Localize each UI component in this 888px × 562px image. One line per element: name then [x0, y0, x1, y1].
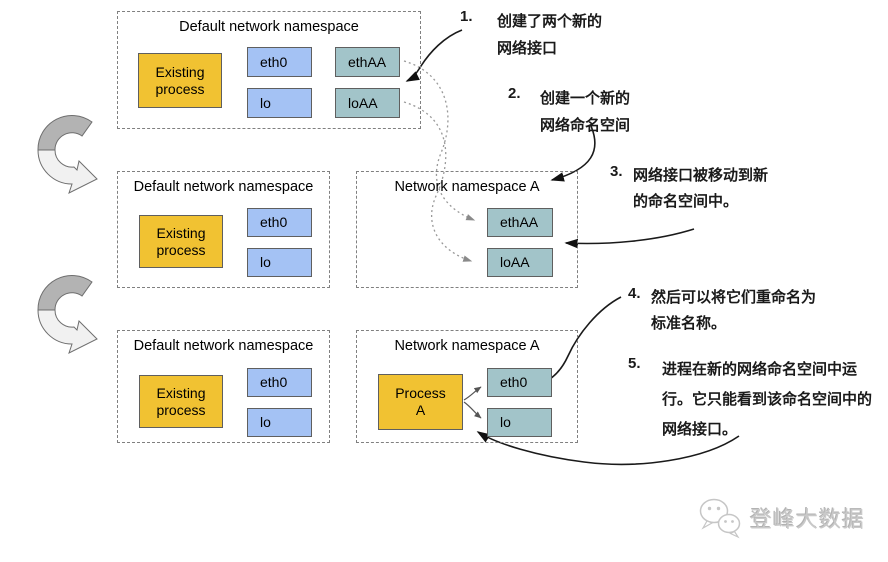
stage1-existing-process-node: Existing process	[138, 53, 222, 108]
stage2-namespaceA-box: Network namespace A	[356, 171, 578, 288]
annotation-1-line2: 网络接口	[497, 40, 558, 57]
annotation-2-line2: 网络命名空间	[540, 117, 631, 134]
stage3-lo-renamed-node: lo	[487, 408, 552, 437]
annotation-2-number: 2.	[508, 85, 521, 102]
annotation-4-line1: 然后可以将它们重命名为	[651, 289, 817, 306]
annotation-5: 5. 进程在新的网络命名空间中运 行。它只能看到该命名空间中的 网络接口。	[628, 355, 872, 445]
stage1-loAA-label: loAA	[348, 94, 378, 111]
stage3-processA-node: Process A	[378, 374, 463, 430]
annotation-4-line2: 标准名称。	[651, 315, 727, 332]
stage2-existing-process-label: Existing process	[156, 224, 206, 258]
stage1-default-namespace-box: Default network namespace	[117, 11, 421, 129]
stage3-namespaceA-box: Network namespace A	[356, 330, 578, 443]
transition-arrow-icon	[37, 115, 98, 194]
annotation-3-line2: 的命名空间中。	[633, 193, 739, 210]
annotation-1-number: 1.	[460, 8, 473, 25]
stage3-eth0-node: eth0	[247, 368, 312, 397]
stage2-default-namespace-title: Default network namespace	[133, 179, 314, 195]
stage1-lo-node: lo	[247, 88, 312, 118]
stage3-lo-label: lo	[260, 414, 271, 430]
stage2-loAA-label: loAA	[500, 254, 530, 270]
stage3-processA-label: Process A	[395, 385, 446, 418]
stage2-loAA-node: loAA	[487, 248, 553, 277]
annotation-5-line3: 网络接口。	[662, 421, 738, 438]
stage1-namespace-title: Default network namespace	[179, 19, 359, 35]
stage2-namespaceA-title: Network namespace A	[394, 179, 540, 195]
stage1-ethAA-label: ethAA	[348, 53, 387, 70]
annotation-2: 2. 创建一个新的 网络命名空间	[508, 85, 630, 139]
stage1-eth0-node: eth0	[247, 47, 312, 77]
annotation-5-line2: 行。它只能看到该命名空间中的	[662, 391, 873, 408]
stage1-eth0-label: eth0	[260, 53, 288, 70]
stage3-eth0-renamed-node: eth0	[487, 368, 552, 397]
watermark-text: 登峰大数据	[750, 507, 866, 532]
stage2-default-namespace-box: Default network namespace	[117, 171, 330, 288]
stage3-eth0-label: eth0	[260, 374, 288, 390]
annotation-4: 4. 然后可以将它们重命名为 标准名称。	[628, 285, 816, 337]
annotation-5-number: 5.	[628, 355, 641, 372]
stage2-lo-node: lo	[247, 248, 312, 277]
annotation-1-line1: 创建了两个新的	[497, 13, 603, 30]
annotation-2-line1: 创建一个新的	[540, 90, 631, 107]
stage3-existing-process-node: Existing process	[139, 375, 223, 428]
stage3-existing-process-label: Existing process	[156, 384, 206, 418]
stage2-existing-process-node: Existing process	[139, 215, 223, 268]
annotation-3: 3. 网络接口被移动到新 的命名空间中。	[610, 163, 768, 215]
stage1-ethAA-node: ethAA	[335, 47, 400, 77]
stage3-lo-node: lo	[247, 408, 312, 437]
annotation3-arrow	[564, 228, 695, 249]
stage1-loAA-node: loAA	[335, 88, 400, 118]
stage3-namespaceA-title: Network namespace A	[394, 338, 540, 354]
stage2-ethAA-node: ethAA	[487, 208, 553, 237]
wechat-chat-bubbles-icon	[699, 498, 741, 539]
stage2-eth0-node: eth0	[247, 208, 312, 237]
stage2-ethAA-label: ethAA	[500, 214, 539, 230]
annotation-3-number: 3.	[610, 163, 623, 180]
stage1-existing-process-label: Existing process	[155, 63, 205, 97]
stage1-lo-label: lo	[260, 94, 271, 111]
stage2-lo-label: lo	[260, 254, 271, 270]
stage3-default-namespace-title: Default network namespace	[133, 338, 314, 354]
annotation-4-number: 4.	[628, 285, 641, 302]
stage3-lo-renamed-label: lo	[500, 414, 511, 430]
transition-arrow-icon	[37, 275, 98, 354]
stage2-eth0-label: eth0	[260, 214, 288, 230]
stage3-eth0-renamed-label: eth0	[500, 374, 528, 390]
annotation-3-line1: 网络接口被移动到新	[633, 167, 769, 184]
annotation-1: 1. 创建了两个新的 网络接口	[460, 8, 602, 62]
annotation-5-line1: 进程在新的网络命名空间中运	[662, 361, 858, 378]
watermark: 登峰大数据	[697, 496, 865, 540]
stage3-default-namespace-box: Default network namespace	[117, 330, 330, 443]
